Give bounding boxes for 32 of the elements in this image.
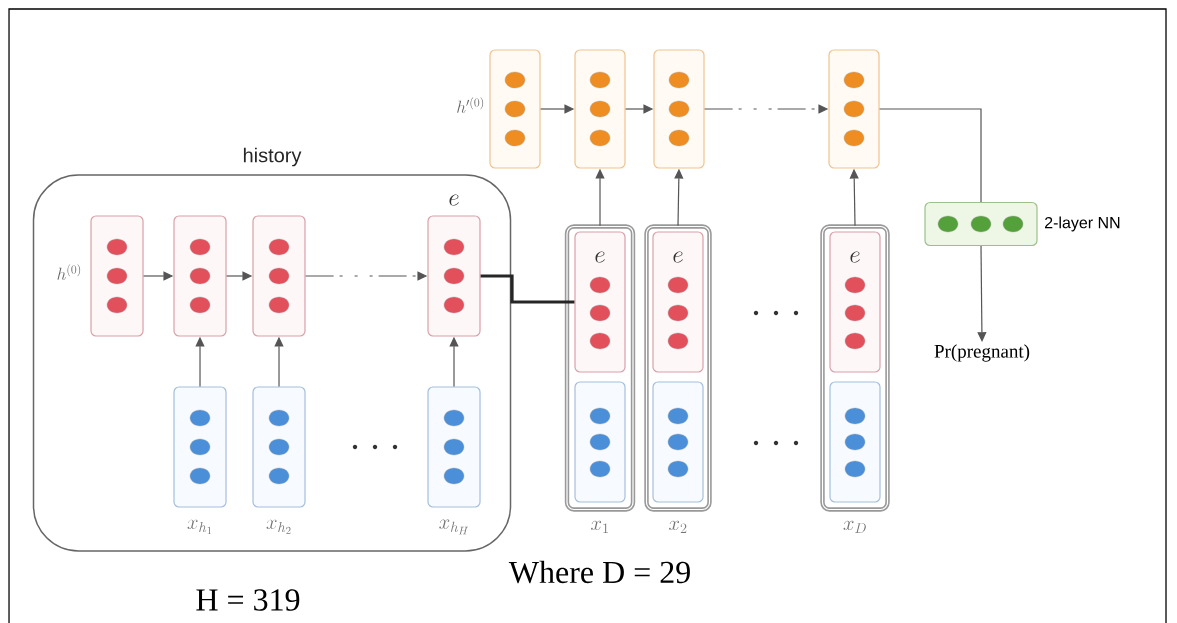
- input-box: [252, 386, 306, 508]
- layer-label: 2-layer NN: [1045, 216, 1120, 232]
- layer-box: $e$: [652, 231, 704, 373]
- variable-label: $h'^{(0)}$: [457, 97, 484, 113]
- layer-box: [828, 49, 880, 169]
- variable-label: $x_{h_1}$: [187, 519, 212, 535]
- network-box: [924, 201, 1038, 247]
- output-label: Pr(pregnant): [934, 344, 1030, 362]
- variable-label: $x_2$: [669, 520, 687, 533]
- layer-box: [574, 49, 626, 169]
- node-label: $e$: [449, 194, 459, 206]
- variable-label: $x_D$: [843, 520, 866, 533]
- node-label: history: [243, 147, 302, 167]
- variable-label: $x_{h_2}$: [266, 519, 291, 535]
- variable-label: $x_1$: [591, 520, 608, 533]
- input-box: [652, 381, 704, 503]
- caption-text: Where D = 29: [508, 560, 690, 584]
- layer-box: [489, 49, 541, 169]
- input-box: [829, 381, 881, 503]
- layer-box: [173, 215, 227, 337]
- input-box: [574, 381, 626, 503]
- layer-box: [90, 215, 144, 337]
- caption-text: H = 319: [196, 589, 300, 611]
- layer-box: $e$: [427, 194, 481, 337]
- variable-label: $h^{(0)}$: [57, 264, 81, 280]
- input-box: [427, 386, 481, 508]
- layer-box: $e$: [574, 231, 626, 373]
- layer-box: $e$: [829, 231, 881, 373]
- input-box: [173, 386, 227, 508]
- layer-box: [252, 215, 306, 337]
- variable-label: $x_{h_H}$: [439, 519, 468, 535]
- layer-box: [653, 49, 705, 169]
